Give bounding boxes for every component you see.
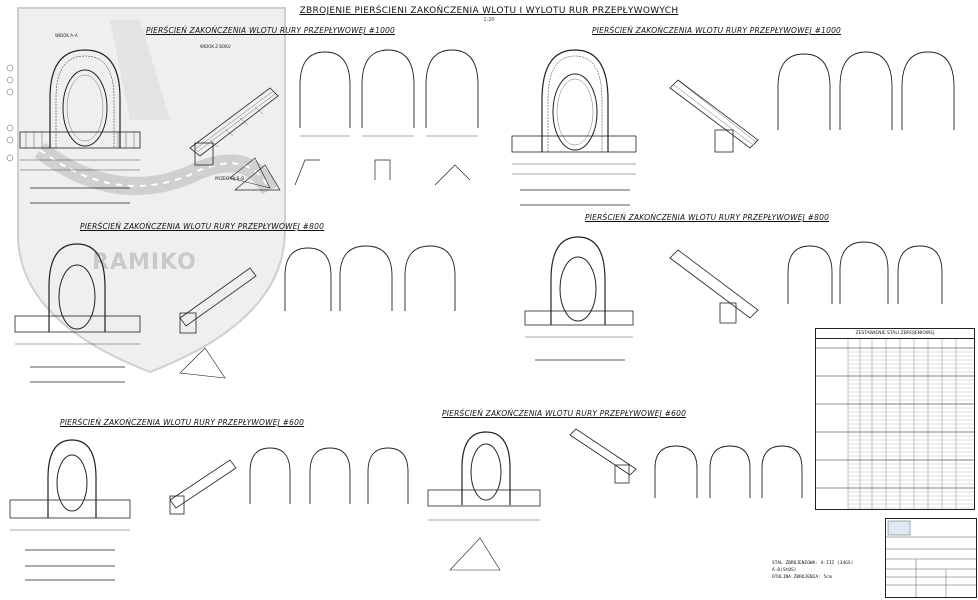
- section-title-800-right: PIERŚCIEŃ ZAKOŃCZENIA WLOTU RURY PRZEPŁY…: [585, 213, 830, 222]
- note-steel-grade-2: A-0(St0S): [772, 568, 797, 573]
- rebar-shapes-600-left: [249, 447, 409, 504]
- ring-front-view-1000-right: [511, 49, 637, 206]
- drawing-title: ZBROJENIE PIERŚCIENI ZAKOŃCZENIA WLOTU I…: [299, 6, 679, 16]
- note-concrete-cover: OTULINA ZBROJENIA: 5cm: [772, 575, 832, 580]
- ring-side-view-1000-right: [669, 79, 759, 153]
- drawing-scale: 1:20: [483, 17, 495, 23]
- section-title-1000-left: PIERŚCIEŃ ZAKOŃCZENIA WLOTU RURY PRZEPŁY…: [146, 26, 396, 35]
- section-title-600-right: PIERŚCIEŃ ZAKOŃCZENIA WLOTU RURY PRZEPŁY…: [442, 409, 687, 418]
- title-block: [885, 518, 977, 598]
- ring-front-view-1000-left: WIDOK A–A: [6, 33, 141, 204]
- section-title-600-left: PIERŚCIEŃ ZAKOŃCZENIA WLOTU RURY PRZEPŁY…: [60, 418, 305, 427]
- table-title: ZESTAWIENIE STALI ZBROJENIOWEJ: [816, 329, 974, 339]
- note-steel-grade: STAL ZBROJENIOWA: A-III (34GS): [772, 561, 854, 566]
- view-label-przekroj: PRZEKRÓJ B–B: [215, 176, 244, 181]
- ring-side-view-600-right: [569, 428, 637, 484]
- section-title-1000-right: PIERŚCIEŃ ZAKOŃCZENIA WLOTU RURY PRZEPŁY…: [592, 26, 842, 35]
- view-label-widok: WIDOK A–A: [55, 33, 78, 38]
- title-block-grid: [886, 520, 976, 597]
- rebar-shapes-1000-right: [777, 51, 955, 130]
- section-title-800-left: PIERŚCIEŃ ZAKOŃCZENIA WLOTU RURY PRZEPŁY…: [80, 222, 325, 231]
- ring-front-view-800-left: [14, 243, 141, 383]
- rebar-shapes-800-right: [787, 241, 943, 304]
- ring-side-view-800-right: [669, 249, 759, 324]
- ring-side-view-600-left: [169, 459, 237, 515]
- material-notes: STAL ZBROJENIOWA: A-III (34GS) A-0(St0S)…: [772, 560, 880, 594]
- table-grid: [816, 338, 974, 509]
- rebar-details-1000-left: [234, 159, 471, 191]
- ring-front-view-600-left: [9, 439, 131, 581]
- ring-side-view-1000-left: WIDOK Z BOKU PRZEKRÓJ B–B: [189, 44, 279, 189]
- steel-schedule-table: ZESTAWIENIE STALI ZBROJENIOWEJ: [815, 328, 975, 510]
- ring-front-view-800-right: [524, 236, 634, 361]
- rebar-shapes-1000-left: [299, 49, 479, 137]
- view-label-widok-z-boku: WIDOK Z BOKU: [200, 44, 231, 49]
- ring-side-view-800-left: [179, 267, 257, 379]
- rebar-shapes-600-right: [654, 445, 803, 498]
- rebar-shapes-800-left: [284, 245, 456, 311]
- watermark-text: RAMIKO: [92, 250, 197, 275]
- ring-front-view-600-right: [427, 431, 541, 571]
